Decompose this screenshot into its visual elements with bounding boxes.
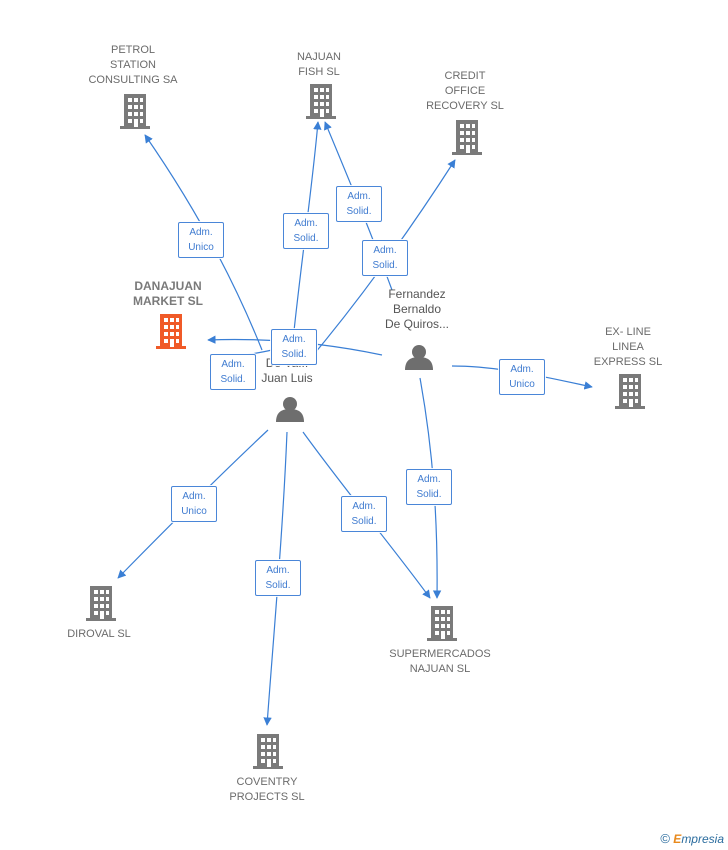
company-label-diroval[interactable]: DIROVAL SL xyxy=(67,628,131,640)
person-icon[interactable] xyxy=(405,345,433,370)
company-label-credit[interactable]: CREDIT OFFICE RECOVERY SL xyxy=(426,70,504,112)
edge-label-adm-unico[interactable]: Adm. Unico xyxy=(499,359,545,395)
building-icon[interactable] xyxy=(452,120,482,155)
company-label-petrol[interactable]: PETROL STATION CONSULTING SA xyxy=(88,44,178,86)
edge-label-adm-solid[interactable]: Adm. Solid. xyxy=(255,560,301,596)
brand-name: mpresia xyxy=(681,832,724,846)
copyright-icon: © xyxy=(660,831,670,846)
person-label-fernandez[interactable]: Fernandez Bernaldo De Quiros... xyxy=(384,287,450,331)
edge-label-adm-solid[interactable]: Adm. Solid. xyxy=(336,186,382,222)
edge-label-adm-unico[interactable]: Adm. Unico xyxy=(171,486,217,522)
person-icon[interactable] xyxy=(276,397,304,422)
edge-label-adm-solid[interactable]: Adm. Solid. xyxy=(283,213,329,249)
building-icon[interactable] xyxy=(86,586,116,621)
building-icon[interactable] xyxy=(615,374,645,409)
building-icon[interactable] xyxy=(120,94,150,129)
edge-label-adm-unico[interactable]: Adm. Unico xyxy=(178,222,224,258)
footer-brand[interactable]: © Empresia xyxy=(660,831,724,846)
brand-initial: E xyxy=(673,832,682,846)
company-label-supermercados[interactable]: SUPERMERCADOS NAJUAN SL xyxy=(389,648,491,675)
edge-label-adm-solid[interactable]: Adm. Solid. xyxy=(210,354,256,390)
edge-label-adm-solid[interactable]: Adm. Solid. xyxy=(362,240,408,276)
company-label-najuan-fish[interactable]: NAJUAN FISH SL xyxy=(296,51,341,78)
building-icon[interactable] xyxy=(427,606,457,641)
company-label-coventry[interactable]: COVENTRY PROJECTS SL xyxy=(229,776,305,803)
edge-label-adm-solid[interactable]: Adm. Solid. xyxy=(341,496,387,532)
company-label-exline[interactable]: EX- LINE LINEA EXPRESS SL xyxy=(593,326,663,368)
building-icon[interactable] xyxy=(156,314,186,349)
company-label-danajuan[interactable]: DANAJUAN MARKET SL xyxy=(133,279,203,308)
building-icon[interactable] xyxy=(306,84,336,119)
edge-label-adm-solid[interactable]: Adm. Solid. xyxy=(271,329,317,365)
building-icon[interactable] xyxy=(253,734,283,769)
edge-label-adm-solid[interactable]: Adm. Solid. xyxy=(406,469,452,505)
